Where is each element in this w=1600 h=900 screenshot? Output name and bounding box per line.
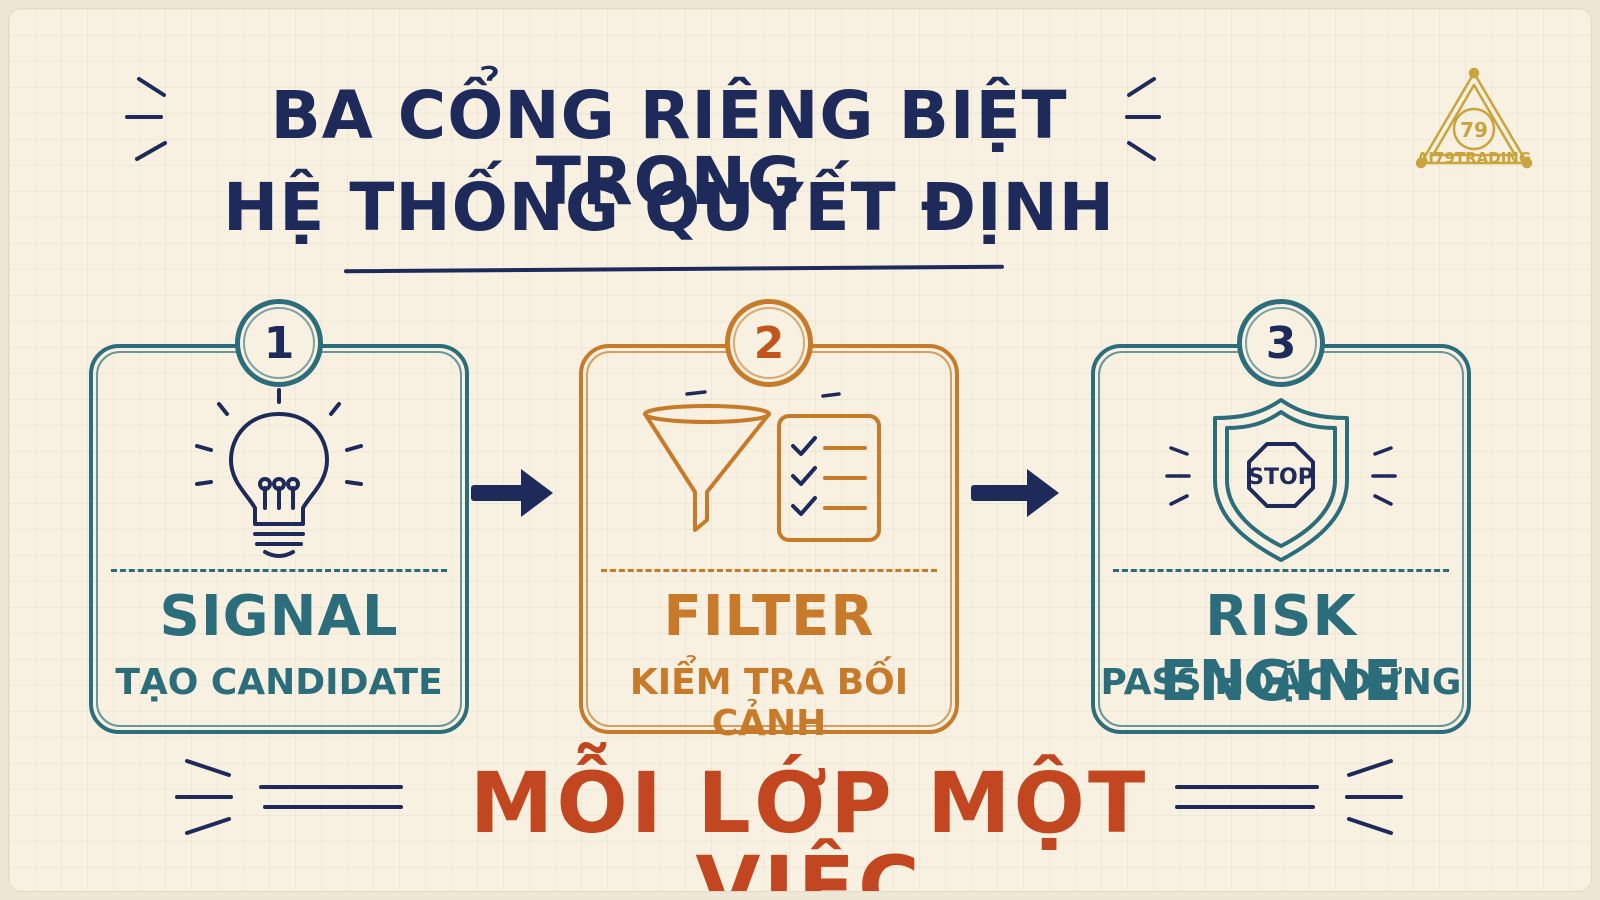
lightbulb-icon [195,388,363,558]
logo-text: AI79TRADING [1416,149,1532,167]
card-signal: 1 SIGNAL TẠO CANDIDATE [89,299,469,734]
title-tick [1127,141,1156,161]
step-number-badge: 3 [1237,299,1325,387]
funnel-checklist-icon [643,390,881,542]
card-divider [1113,569,1449,572]
title-tick [1127,77,1156,97]
stop-sign-text: STOP [1248,465,1314,490]
card-divider [111,569,447,572]
step-number-badge: 1 [235,299,323,387]
checklist-icon [777,414,881,542]
arrow-2-3 [971,469,1059,517]
footer-tick [185,759,231,777]
card-subtitle: PASS HOẶC DỪNG [1100,662,1462,703]
card-divider [601,569,937,572]
slide-canvas: BA CỔNG RIÊNG BIỆT TRONG HỆ THỐNG QUYẾT … [8,8,1592,892]
card-title: SIGNAL [159,584,399,649]
card-title: FILTER [663,584,875,649]
footer-tick [185,817,231,835]
title-line-1: BA CỔNG RIÊNG BIỆT TRONG [270,77,1068,220]
step-number-badge: 2 [725,299,813,387]
logo-mark-text: 79 [1460,118,1488,142]
decorations [125,77,1403,835]
card-title: RISK ENGINE [1159,584,1403,714]
footer-tagline: MỖI LỚP MỘT VIỆC [469,754,1149,892]
title-tick [135,141,167,161]
card-subtitle: TẠO CANDIDATE [115,662,443,703]
title-line-2: HỆ THỐNG QUYẾT ĐỊNH [223,169,1115,246]
card-filter: 2 FILTER KIỂM TRA [579,299,959,744]
card-risk-engine: 3 STOP RISK ENGINE PASS HOẶC DỪNG [1091,299,1471,734]
funnel-icon [643,404,771,532]
card-subtitle: KIỂM TRA BỐI CẢNH [629,662,909,744]
footer-tick [1347,817,1393,835]
title-tick [137,77,166,97]
logo-mark-icon: 79 [1415,67,1533,169]
footer-tick [1347,759,1393,777]
shield-stop-icon: STOP [1165,398,1397,562]
arrow-1-2 [471,469,553,517]
